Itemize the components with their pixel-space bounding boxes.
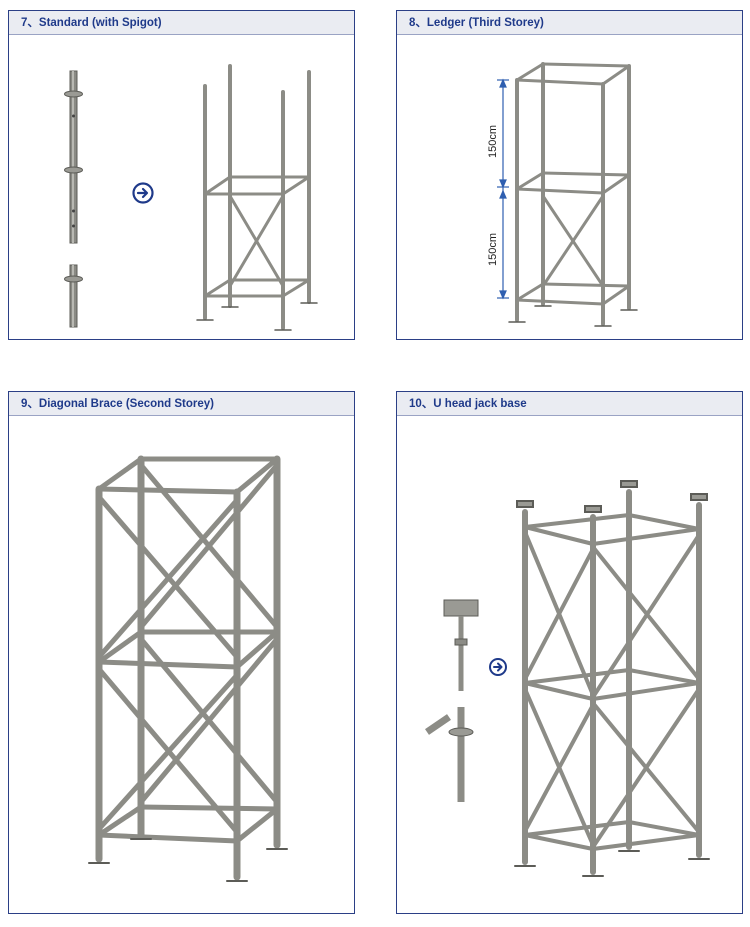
panel-number: 8 [409, 17, 416, 29]
panel-number: 9 [21, 398, 28, 410]
circle-arrow-right-icon [489, 658, 507, 676]
separator: 、 [27, 398, 39, 410]
panel-number: 7 [21, 17, 28, 29]
panel-u-head-jack-base: 10、U head jack base [396, 391, 743, 914]
u-head-jack-tower [514, 480, 710, 877]
panel-body [9, 417, 354, 913]
separator: 、 [27, 17, 39, 29]
spigot-lower-tube [64, 264, 83, 328]
dimension-lines [497, 78, 509, 300]
u-head-jack-illustration [425, 480, 710, 877]
separator: 、 [415, 17, 427, 29]
panel-ledger-third-storey: 8、Ledger (Third Storey) 150cm 150cm [396, 10, 743, 340]
panel-diagonal-brace-second-storey: 9、Diagonal Brace (Second Storey) [8, 391, 355, 914]
panel-header: 7、Standard (with Spigot) [9, 11, 354, 35]
panel-number: 10 [409, 398, 422, 410]
panel-title: U head jack base [433, 398, 527, 410]
panel-body [397, 417, 742, 913]
panel-title: Diagonal Brace (Second Storey) [38, 398, 215, 410]
separator: 、 [421, 398, 434, 410]
diagonal-brace-tower [88, 455, 288, 882]
panel-header: 10、U head jack base [397, 392, 742, 416]
dimension-label-lower: 150cm [487, 233, 499, 266]
panel-title: Ledger (Third Storey) [426, 17, 544, 29]
panel-standard-with-spigot: 7、Standard (with Spigot) [8, 10, 355, 340]
ledger-illustration: 150cm 150cm [487, 62, 638, 327]
circle-arrow-right-icon [132, 182, 154, 204]
u-head-jack-detail [425, 599, 479, 802]
standard-illustration [64, 64, 318, 331]
panel-body: 150cm 150cm [397, 36, 742, 339]
panel-header: 9、Diagonal Brace (Second Storey) [9, 392, 354, 416]
panel-body [9, 36, 354, 339]
diagonal-brace-illustration [88, 455, 288, 882]
dimension-label-upper: 150cm [487, 125, 499, 158]
ledger-frame-assembly [508, 62, 638, 327]
standard-frame-assembly [196, 64, 318, 331]
panel-header: 8、Ledger (Third Storey) [397, 11, 742, 35]
panel-title: Standard (with Spigot) [38, 17, 162, 29]
standard-tube-with-spigot [64, 70, 83, 244]
